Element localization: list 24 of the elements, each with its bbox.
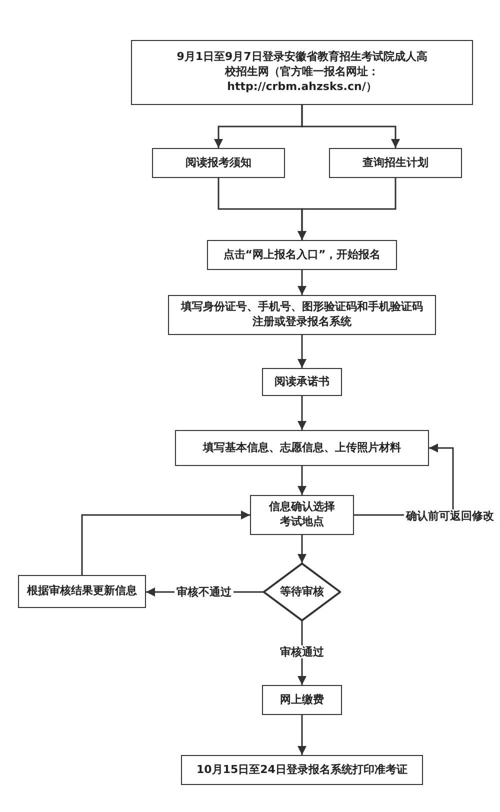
arrow [298,270,306,295]
arrow [298,715,306,755]
process-box: 阅读报考须知 [152,148,285,178]
arrow [298,178,396,240]
decision-diamond: 等待审核 [263,563,341,621]
edge-label: 审核通过 [278,645,326,659]
process-box: 填写基本信息、志愿信息、上传照片材料 [175,430,429,466]
process-box: 查询招生计划 [329,148,462,178]
arrow [81,510,250,575]
process-box: 网上缴费 [262,685,342,715]
process-box: 根据审核结果更新信息 [18,575,146,608]
edge-label: 确认前可返回修改 [404,509,496,523]
arrow [298,335,306,368]
arrow [298,535,306,563]
process-box: 阅读承诺书 [262,368,342,396]
process-box: 9月1日至9月7日登录安徽省教育招生考试院成人高校招生网（官方唯一报名网址：http://crbm.ahzsks.cn/） [131,40,473,105]
edge-label: 审核不通过 [174,585,234,599]
arrow [298,396,306,430]
process-box: 点击“网上报名入口”，开始报名 [207,240,397,270]
process-box: 信息确认选择考试地点 [250,495,354,535]
process-box: 10月15日至24日登录报名系统打印准考证 [181,755,423,785]
process-box: 填写身份证号、手机号、图形验证码和手机验证码注册或登录报名系统 [168,295,436,335]
arrow [298,466,306,495]
arrow [301,105,400,148]
